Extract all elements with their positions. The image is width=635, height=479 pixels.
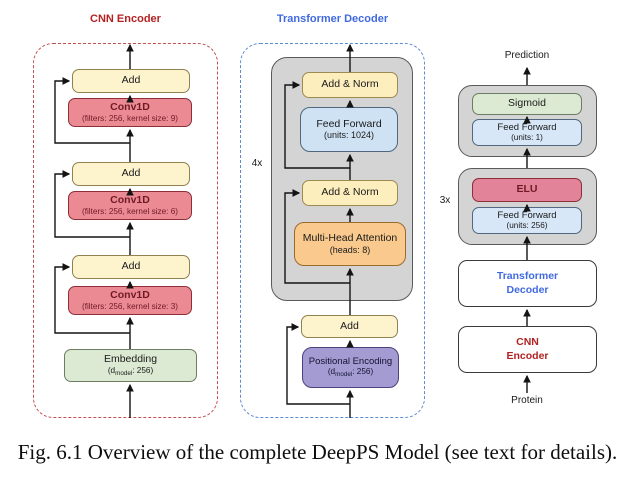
conv1d-block: Conv1D (filters: 256, kernel size: 6) — [68, 191, 192, 220]
multi-head-attention-block: Multi-Head Attention (heads: 8) — [294, 222, 406, 266]
feed-forward-block: Feed Forward (units: 256) — [472, 207, 582, 234]
transformer-decoder-summary-block: Transformer Decoder — [458, 260, 597, 307]
feed-forward-block: Feed Forward (units: 1024) — [300, 107, 398, 152]
block-sublabel: (units: 256) — [506, 221, 548, 231]
cnn-encoder-title: CNN Encoder — [90, 13, 161, 25]
block-label: Conv1D — [110, 194, 150, 207]
block-label-line2: Decoder — [506, 283, 549, 296]
block-label: Feed Forward — [316, 117, 382, 130]
block-label: Add — [121, 74, 141, 87]
block-label: Multi-Head Attention — [302, 232, 398, 245]
feed-forward-block: Feed Forward (units: 1) — [472, 119, 582, 146]
block-sublabel: (dmodel: 256) — [107, 365, 154, 377]
block-label: Feed Forward — [497, 209, 557, 221]
elu-block: ELU — [472, 178, 582, 202]
transformer-decoder-title: Transformer Decoder — [276, 13, 389, 25]
block-sublabel: (filters: 256, kernel size: 3) — [81, 301, 178, 311]
block-sublabel: (heads: 8) — [329, 244, 371, 255]
conv1d-block: Conv1D (filters: 256, kernel size: 3) — [68, 286, 192, 315]
add-block: Add — [72, 162, 190, 186]
add-block: Add — [301, 315, 398, 338]
transformer-decoder-panel — [240, 43, 425, 418]
cnn-encoder-summary-block: CNN Encoder — [458, 326, 597, 373]
block-sublabel: (filters: 256, kernel size: 6) — [81, 206, 178, 216]
add-block: Add — [72, 255, 190, 279]
block-label-line1: CNN — [516, 336, 539, 349]
block-sublabel: (units: 1024) — [323, 130, 375, 141]
block-label: Add & Norm — [321, 78, 379, 91]
block-label: Add & Norm — [321, 186, 379, 199]
positional-encoding-block: Positional Encoding (dmodel: 256) — [302, 347, 399, 388]
add-norm-block: Add & Norm — [302, 180, 398, 206]
conv1d-block: Conv1D (filters: 256, kernel size: 9) — [68, 98, 192, 127]
block-label: Embedding — [103, 353, 158, 366]
block-label: Add — [121, 167, 141, 180]
block-sublabel: (units: 1) — [511, 133, 543, 143]
embedding-block: Embedding (dmodel: 256) — [64, 349, 197, 382]
block-label-line1: Transformer — [496, 270, 559, 283]
block-label-line2: Encoder — [506, 349, 549, 362]
block-label: Add — [121, 260, 141, 273]
block-label: Feed Forward — [497, 121, 557, 133]
block-label: Sigmoid — [508, 97, 546, 110]
block-label: Positional Encoding — [308, 355, 393, 367]
block-label: Conv1D — [110, 101, 150, 114]
block-label: Add — [340, 319, 359, 332]
block-sublabel: (filters: 256, kernel size: 9) — [81, 113, 178, 123]
protein-label: Protein — [511, 395, 543, 406]
cnn-encoder-panel — [33, 43, 218, 418]
block-sublabel: (dmodel: 256) — [327, 367, 374, 379]
repeat-4x-label: 4x — [251, 158, 263, 169]
figure-caption: Fig. 6.1 Overview of the complete DeepPS… — [17, 440, 618, 464]
block-label: Conv1D — [110, 289, 150, 302]
block-label: ELU — [516, 183, 538, 196]
add-block: Add — [72, 69, 190, 93]
sigmoid-block: Sigmoid — [472, 93, 582, 115]
add-norm-block: Add & Norm — [302, 72, 398, 98]
repeat-3x-label: 3x — [439, 195, 451, 206]
prediction-label: Prediction — [504, 50, 550, 61]
